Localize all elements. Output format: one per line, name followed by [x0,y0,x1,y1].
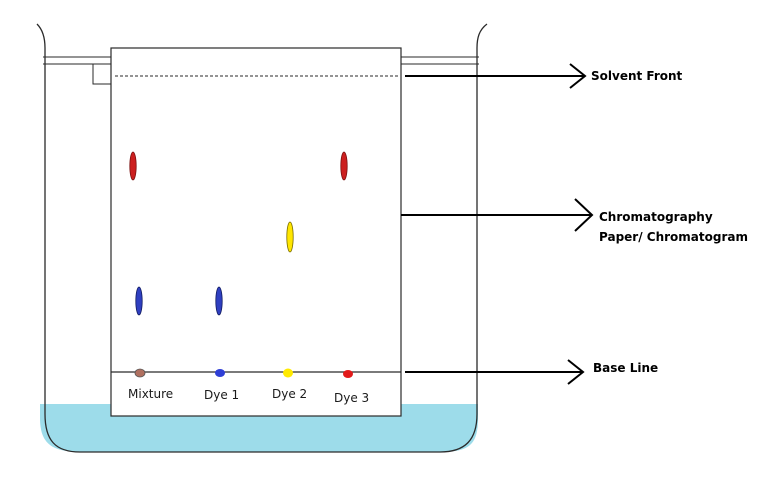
dye1-blue-spot [215,286,223,316]
solvent-front-label: Solvent Front [591,69,683,83]
mixture-label: Mixture [128,387,173,401]
dye2-yellow-spot [286,221,294,253]
paper-clip [92,63,112,85]
dye1-start-spot [215,369,225,377]
dye2-label: Dye 2 [272,387,307,401]
paper-label-line2: Paper/ Chromatogram [599,230,748,244]
mixture-red-spot [129,151,137,181]
base-line-label: Base Line [593,361,658,375]
dye3-red-spot [340,151,348,181]
base-line-arrowhead [567,359,585,385]
mixture-blue-spot [135,286,143,316]
dye2-start-spot [283,368,293,378]
paper-arrowhead [574,198,594,232]
dye1-label: Dye 1 [204,388,239,402]
dye3-label: Dye 3 [334,391,369,405]
paper-label-line1: Chromatography [599,210,713,224]
solvent-front-arrowhead [569,63,587,89]
mixture-start-spot [134,368,146,378]
chromatography-paper [110,47,402,417]
dye3-start-spot [343,370,353,378]
beaker [36,23,488,453]
